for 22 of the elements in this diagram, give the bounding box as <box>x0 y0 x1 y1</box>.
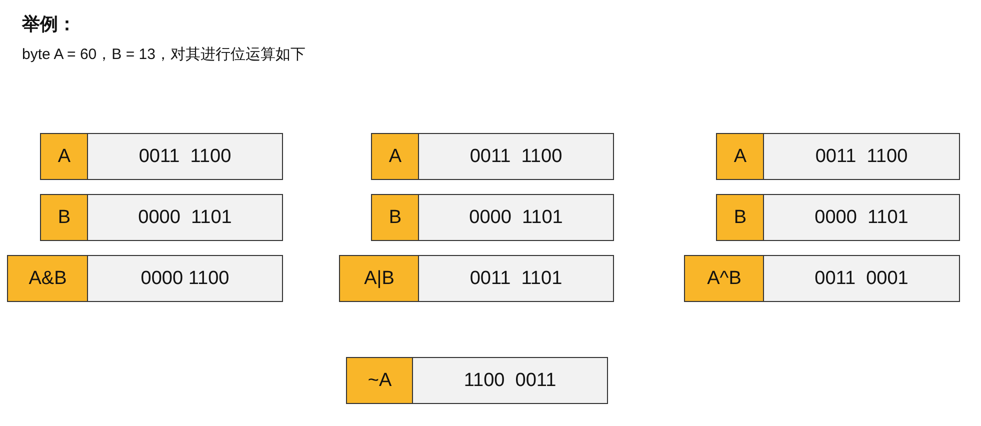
variable-label: A <box>716 133 764 180</box>
variable-label: A&B <box>7 255 88 302</box>
variable-label: B <box>40 194 88 241</box>
variable-label: B <box>716 194 764 241</box>
binary-value: 0011 1100 <box>87 133 283 180</box>
variable-label: A <box>40 133 88 180</box>
binary-value: 0011 1100 <box>763 133 960 180</box>
binary-value: 0000 1101 <box>763 194 960 241</box>
binary-value: 0000 1101 <box>87 194 283 241</box>
binary-value: 0011 0001 <box>763 255 960 302</box>
binary-value: 1100 0011 <box>412 357 608 404</box>
binary-value: 0011 1100 <box>418 133 614 180</box>
intro-text: byte A = 60，B = 13，对其进行位运算如下 <box>22 45 306 64</box>
variable-label: A^B <box>684 255 764 302</box>
variable-label: A|B <box>339 255 420 302</box>
binary-value: 0000 1100 <box>87 255 283 302</box>
heading: 举例： <box>22 13 76 36</box>
variable-label: A <box>371 133 420 180</box>
binary-value: 0011 1101 <box>418 255 614 302</box>
binary-value: 0000 1101 <box>418 194 614 241</box>
variable-label: B <box>371 194 420 241</box>
variable-label: ~A <box>346 357 414 404</box>
